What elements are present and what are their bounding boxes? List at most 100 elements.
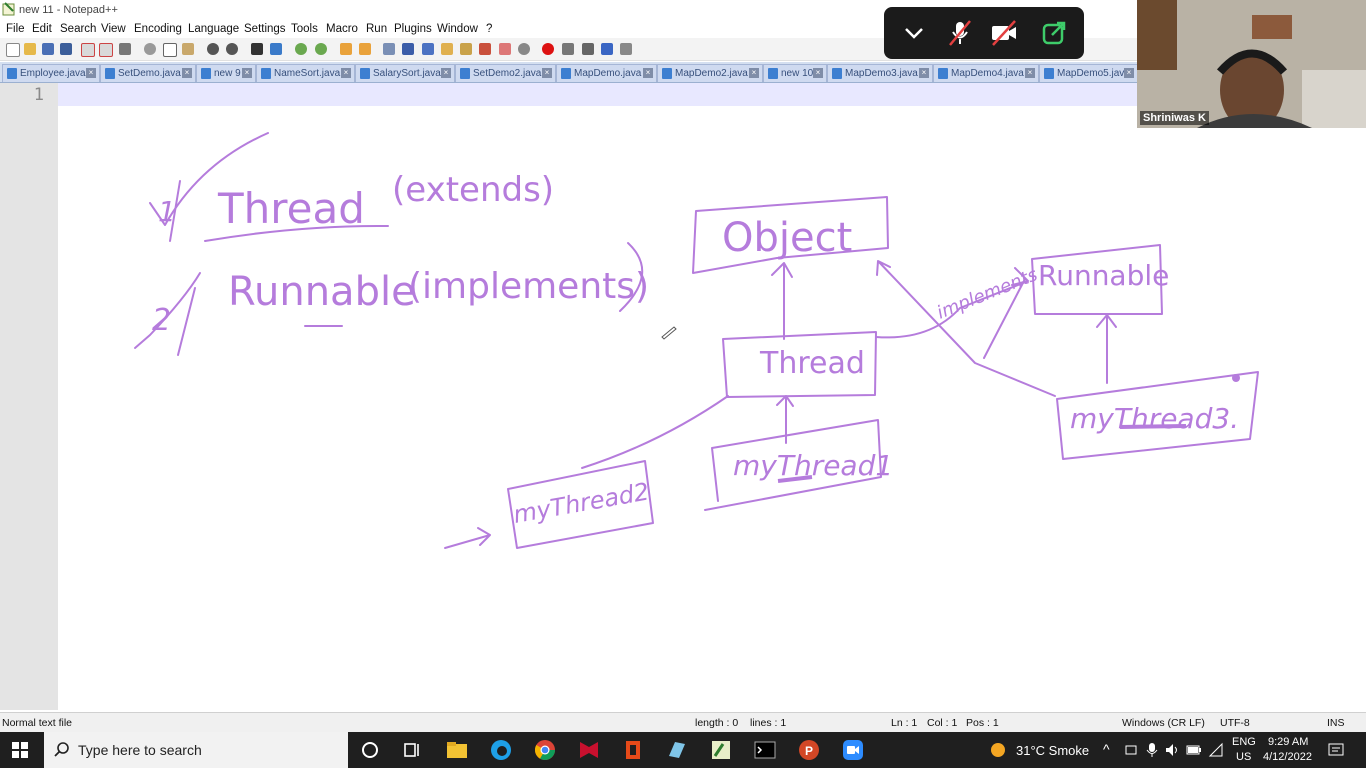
tab-close-icon[interactable]: ×	[813, 68, 823, 78]
tab-close-icon[interactable]: ×	[542, 68, 552, 78]
battery-icon[interactable]	[1186, 744, 1202, 756]
clock-time[interactable]: 9:29 AM	[1268, 736, 1309, 748]
close-all-icon[interactable]	[97, 41, 113, 57]
zoom-in-icon[interactable]	[293, 41, 309, 57]
menu-window[interactable]: Window	[437, 23, 478, 35]
speaker-icon[interactable]	[1164, 742, 1180, 758]
edge-icon[interactable]	[489, 738, 513, 762]
status-eol[interactable]: Windows (CR LF)	[1122, 717, 1205, 729]
chrome-icon[interactable]	[533, 738, 557, 762]
office-icon[interactable]	[621, 738, 645, 762]
tab-close-icon[interactable]: ×	[242, 68, 252, 78]
tab-close-icon[interactable]: ×	[341, 68, 351, 78]
sync-horizontal-icon[interactable]	[357, 41, 373, 57]
copy-icon[interactable]	[161, 41, 177, 57]
tab-mapdemo-java[interactable]: MapDemo.java×	[556, 64, 657, 82]
menu-tools[interactable]: Tools	[291, 23, 318, 35]
cut-icon[interactable]	[142, 41, 158, 57]
language-secondary[interactable]: US	[1236, 751, 1252, 763]
find-icon[interactable]	[249, 41, 265, 57]
menu-file[interactable]: File	[6, 23, 25, 35]
cortana-icon[interactable]	[358, 738, 382, 762]
menu-run[interactable]: Run	[366, 23, 388, 35]
windows-start-icon[interactable]	[12, 742, 28, 758]
powerpoint-icon[interactable]: P	[797, 738, 821, 762]
tab-namesort-java[interactable]: NameSort.java×	[256, 64, 355, 82]
tab-close-icon[interactable]: ×	[441, 68, 451, 78]
menu-help[interactable]: ?	[486, 23, 493, 35]
tab-mapdemo4-java[interactable]: MapDemo4.java×	[933, 64, 1039, 82]
weather-text[interactable]: 31°C Smoke	[1016, 743, 1090, 758]
menu-plugins[interactable]: Plugins	[394, 23, 432, 35]
status-encoding[interactable]: UTF-8	[1220, 717, 1250, 729]
sticky-notes-icon[interactable]	[665, 738, 689, 762]
play-macro-icon[interactable]	[560, 41, 576, 57]
video-off-icon[interactable]	[988, 17, 1020, 49]
chevron-up-icon[interactable]: ^	[1103, 741, 1110, 757]
participant-video[interactable]: Shriniwas K	[1137, 0, 1366, 128]
monitoring-icon[interactable]	[497, 41, 513, 57]
undo-icon[interactable]	[205, 41, 221, 57]
tab-new-9[interactable]: new 9×	[196, 64, 256, 82]
tab-new-10[interactable]: new 10×	[763, 64, 827, 82]
tab-close-icon[interactable]: ×	[1025, 68, 1035, 78]
menu-search[interactable]: Search	[60, 23, 97, 35]
menu-encoding[interactable]: Encoding	[134, 23, 182, 35]
editor-area[interactable]: 1	[0, 83, 1366, 710]
clock-date[interactable]: 4/12/2022	[1263, 751, 1312, 763]
file-explorer-icon[interactable]	[445, 738, 469, 762]
tab-setdemo-java[interactable]: SetDemo.java×	[100, 64, 196, 82]
show-all-chars-icon[interactable]	[400, 41, 416, 57]
tab-close-icon[interactable]: ×	[643, 68, 653, 78]
zoom-icon[interactable]	[841, 738, 865, 762]
menu-edit[interactable]: Edit	[32, 23, 52, 35]
menu-view[interactable]: View	[101, 23, 126, 35]
save-macro-icon[interactable]	[599, 41, 615, 57]
task-view-icon[interactable]	[400, 738, 424, 762]
tab-close-icon[interactable]: ×	[1124, 68, 1134, 78]
taskbar-search-box[interactable]: Type here to search	[44, 732, 348, 768]
save-all-icon[interactable]	[58, 41, 74, 57]
function-list-icon[interactable]	[458, 41, 474, 57]
tab-mapdemo3-java[interactable]: MapDemo3.java×	[827, 64, 933, 82]
word-wrap-icon[interactable]	[381, 41, 397, 57]
replace-icon[interactable]	[268, 41, 284, 57]
language-primary[interactable]: ENG	[1232, 736, 1256, 748]
network-drive-icon[interactable]	[1124, 743, 1138, 757]
tab-mapdemo2-java[interactable]: MapDemo2.java×	[657, 64, 763, 82]
tab-close-icon[interactable]: ×	[749, 68, 759, 78]
notifications-icon[interactable]	[1328, 742, 1344, 758]
zoom-out-icon[interactable]	[313, 41, 329, 57]
menu-settings[interactable]: Settings	[244, 23, 286, 35]
tab-mapdemo5-java[interactable]: MapDemo5.java×	[1039, 64, 1138, 82]
wifi-icon[interactable]	[1208, 742, 1224, 758]
save-icon[interactable]	[40, 41, 56, 57]
run-macro-multiple-icon[interactable]	[580, 41, 596, 57]
microphone-muted-icon[interactable]	[944, 17, 976, 49]
weather-sun-icon[interactable]	[988, 741, 1008, 759]
open-file-icon[interactable]	[22, 41, 38, 57]
tab-salarysort-java[interactable]: SalarySort.java×	[355, 64, 455, 82]
mcafee-icon[interactable]	[577, 738, 601, 762]
notepadpp-taskbar-icon[interactable]	[709, 738, 733, 762]
stop-macro-icon[interactable]	[540, 41, 556, 57]
tab-close-icon[interactable]: ×	[182, 68, 192, 78]
tab-setdemo2-java[interactable]: SetDemo2.java×	[455, 64, 556, 82]
tab-employee-java[interactable]: Employee.java×	[2, 64, 100, 82]
redo-icon[interactable]	[224, 41, 240, 57]
chevron-down-icon[interactable]	[898, 17, 930, 49]
folder-workspace-icon[interactable]	[477, 41, 493, 57]
tab-close-icon[interactable]: ×	[86, 68, 96, 78]
print-icon[interactable]	[117, 41, 133, 57]
menu-language[interactable]: Language	[188, 23, 240, 35]
more-tools-icon[interactable]	[618, 41, 634, 57]
command-prompt-icon[interactable]	[753, 738, 777, 762]
indent-guide-icon[interactable]	[420, 41, 436, 57]
close-icon[interactable]	[79, 41, 95, 57]
share-screen-icon[interactable]	[1038, 17, 1070, 49]
microphone-icon[interactable]	[1146, 742, 1158, 758]
paste-icon[interactable]	[180, 41, 196, 57]
tab-close-icon[interactable]: ×	[919, 68, 929, 78]
record-macro-icon[interactable]	[516, 41, 532, 57]
doc-map-icon[interactable]	[439, 41, 455, 57]
